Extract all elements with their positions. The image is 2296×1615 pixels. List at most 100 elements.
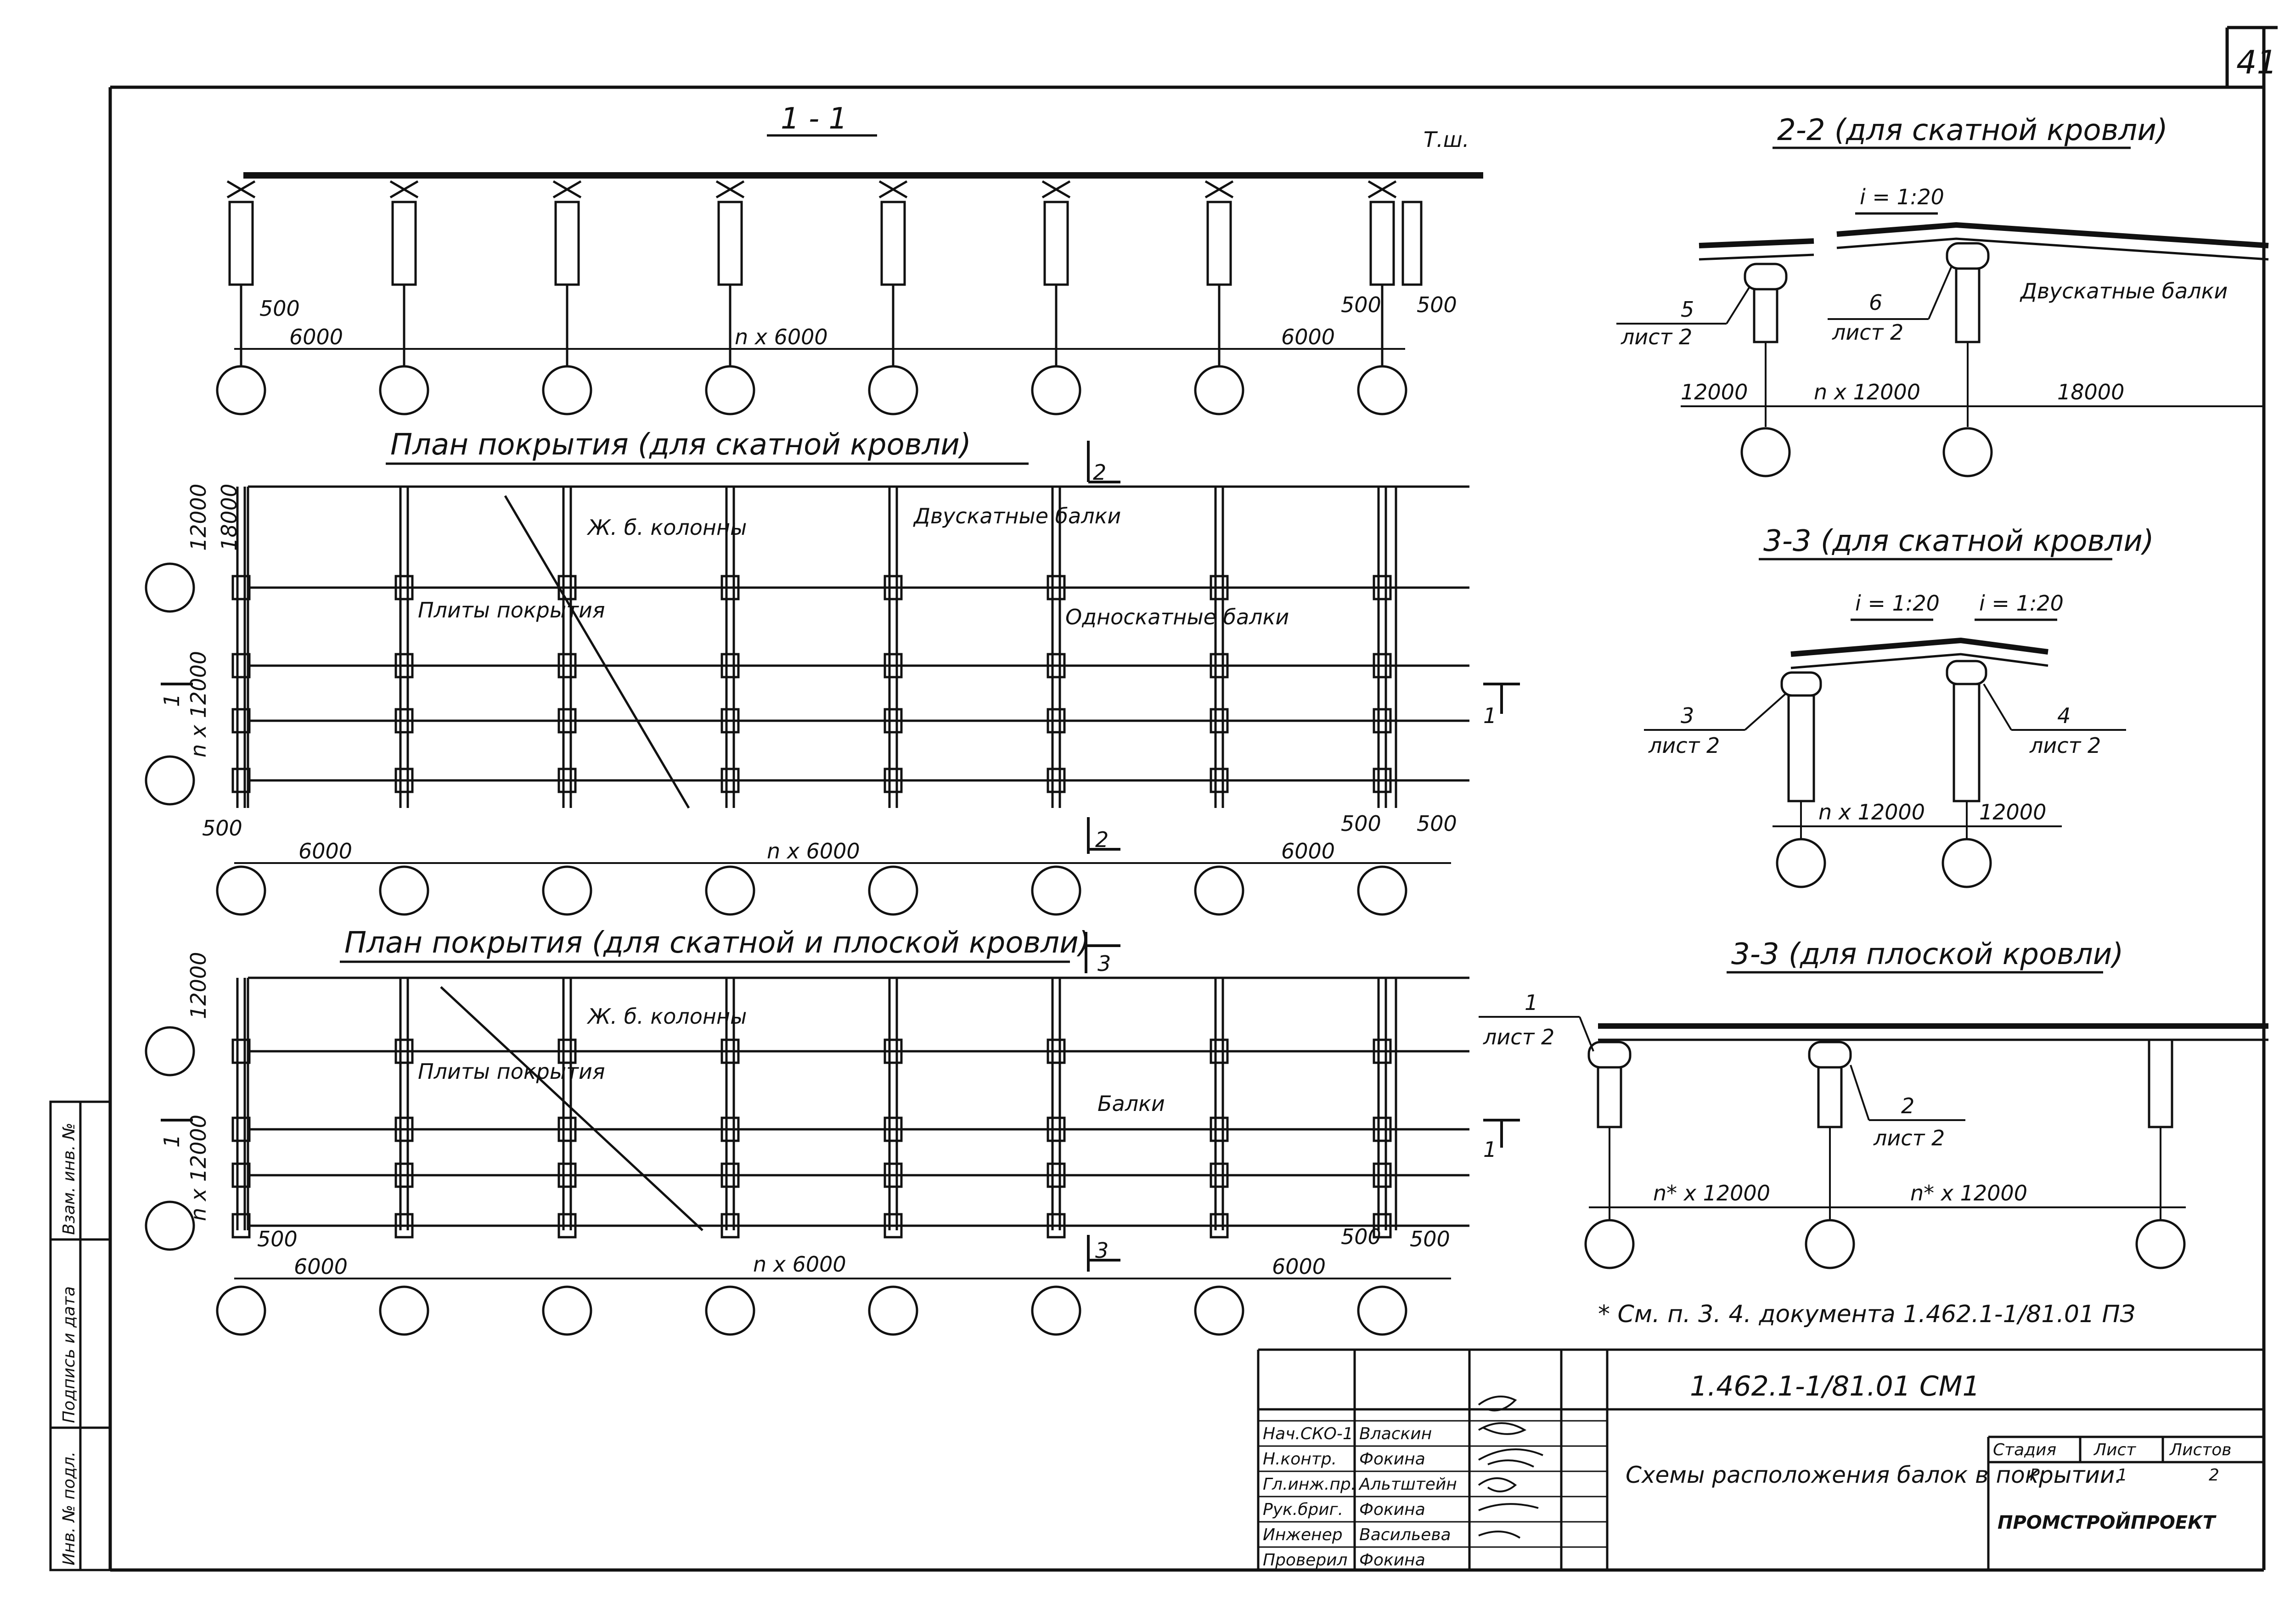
- axis-bubble: [145, 755, 195, 806]
- tb-sheets-label: Листов: [2169, 1441, 2231, 1459]
- side-stamp: [49, 1100, 112, 1571]
- column-marker: [1373, 653, 1392, 679]
- column-marker: [884, 1038, 903, 1064]
- axis-bubble: [542, 365, 592, 415]
- column-marker: [1210, 575, 1229, 600]
- plan1-section-mark-left: 1: [159, 694, 184, 707]
- column-marker: [720, 1162, 740, 1188]
- sheet-frame: [108, 26, 2278, 1572]
- column-marker: [1373, 1038, 1392, 1064]
- section-3-3-pitched-title: 3-3 (для скатной кровли): [1763, 524, 2154, 558]
- s11-bearing: [878, 180, 908, 199]
- plan2-dim-joint-a: 500: [1341, 1224, 1381, 1249]
- stamp-replacement: Взам. инв. №: [60, 1123, 79, 1235]
- column-marker: [884, 653, 903, 679]
- section-1-1: 1 - 1 Т.ш. 500 6000 n x 6000 6000 500 50…: [216, 102, 1483, 415]
- plan1-dim-middle: n x 6000: [767, 839, 860, 864]
- plan-mixed-title: План покрытия (для скатной и плоской кро…: [344, 926, 1090, 960]
- axis-bubble: [1031, 865, 1081, 916]
- column-marker: [394, 768, 414, 793]
- axis-bubble: [542, 865, 592, 916]
- tb-org: ПРОМСТРОЙПРОЕКТ: [1998, 1511, 2217, 1533]
- s11-dim-joint-b: 500: [1417, 292, 1457, 317]
- column-marker: [394, 653, 414, 679]
- column-marker: [231, 1116, 251, 1142]
- axis-bubble: [1357, 1285, 1407, 1336]
- s33p-slope-a: i = 1:20: [1855, 591, 1940, 616]
- plan1-label-columns: Ж. б. колонны: [586, 515, 747, 540]
- axis-bubble: [1031, 365, 1081, 415]
- axis-bubble: [1194, 865, 1244, 916]
- axis-bubble: [145, 562, 195, 613]
- s11-column: [717, 201, 743, 286]
- axis-bubble: [216, 1285, 266, 1336]
- tb-sheets: 2: [2209, 1466, 2219, 1485]
- stamp-inv-number: Инв. № подл.: [60, 1452, 79, 1565]
- column-marker: [1373, 1162, 1392, 1188]
- s11-column: [1369, 201, 1395, 286]
- column-marker: [884, 1213, 903, 1239]
- s11-column-pair: [1401, 201, 1423, 286]
- tb-staff-role: Инженер: [1263, 1525, 1343, 1544]
- column-marker: [1047, 1213, 1066, 1239]
- signatures: [1478, 1396, 1543, 1539]
- plan2-label-slabs: Плиты покрытия: [418, 1059, 605, 1084]
- s11-bearing: [1204, 180, 1234, 199]
- plan1-dim-joint-b: 500: [1417, 811, 1457, 836]
- column-marker: [1047, 575, 1066, 600]
- column-marker: [557, 768, 577, 793]
- column-marker: [720, 575, 740, 600]
- tb-staff-role: Проверил: [1263, 1551, 1348, 1570]
- s22-sheet-a: лист 2: [1621, 325, 1692, 349]
- tb-staff-role: Н.контр.: [1263, 1450, 1337, 1469]
- axis-bubble: [705, 1285, 755, 1336]
- column-marker: [1047, 1038, 1066, 1064]
- section-1-1-tag: Т.ш.: [1424, 127, 1469, 152]
- s33p-dim-a: n x 12000: [1818, 800, 1925, 824]
- footnote: * См. п. 3. 4. документа 1.462.1-1/81.01…: [1598, 1301, 2135, 1328]
- column-marker: [1373, 768, 1392, 793]
- column-marker: [1047, 768, 1066, 793]
- axis-bubble: [379, 365, 429, 415]
- column-marker: [720, 708, 740, 734]
- plan1-cut-mark-bottom: 2: [1095, 827, 1109, 852]
- s11-bearing: [226, 180, 256, 199]
- column-marker: [720, 1213, 740, 1239]
- column-marker: [394, 1213, 414, 1239]
- tb-staff-role: Рук.бриг.: [1263, 1500, 1343, 1519]
- plan1-dim-offset: 500: [202, 816, 242, 841]
- section-1-1-title: 1 - 1: [781, 102, 847, 136]
- s11-column: [1206, 201, 1232, 286]
- axis-bubble: [1031, 1285, 1081, 1336]
- column-marker: [231, 1213, 251, 1239]
- s33f-node-a: 1: [1525, 990, 1538, 1015]
- column-marker: [557, 1116, 577, 1142]
- column-marker: [1210, 768, 1229, 793]
- column-marker: [557, 653, 577, 679]
- column-marker: [1047, 1116, 1066, 1142]
- plan2-dim-middle: n x 6000: [753, 1252, 846, 1277]
- column-marker: [231, 1162, 251, 1188]
- plan1-dim-a: 12000: [186, 484, 211, 551]
- plan2-dim-a: 12000: [186, 952, 211, 1019]
- column-marker: [231, 653, 251, 679]
- s11-dim-left-span: 6000: [289, 325, 343, 349]
- s11-bearing: [715, 180, 745, 199]
- column-marker: [1210, 1162, 1229, 1188]
- s33p-sheet-a: лист 2: [1648, 733, 1720, 758]
- section-3-3-pitched: 3-3 (для скатной кровли) i = 1:20 i = 1:…: [1644, 524, 2154, 888]
- column-marker: [231, 768, 251, 793]
- plan-pitched: План покрытия (для скатной кровли) 2 120…: [145, 428, 1520, 916]
- plan2-label-columns: Ж. б. колонны: [586, 1004, 747, 1029]
- axis-bubble: [379, 1285, 429, 1336]
- plan1-dim-right-span: 6000: [1281, 839, 1335, 864]
- column-marker: [1373, 575, 1392, 600]
- tb-staff-name: Фокина: [1359, 1500, 1425, 1519]
- plan2-label-beams: Балки: [1097, 1091, 1165, 1116]
- tb-staff-name: Фокина: [1359, 1450, 1425, 1469]
- plan2-section-mark-left: 1: [159, 1134, 184, 1148]
- column-marker: [1210, 1038, 1229, 1064]
- s22-node-b: 6: [1869, 290, 1882, 315]
- s33p-node-b: 4: [2057, 703, 2071, 728]
